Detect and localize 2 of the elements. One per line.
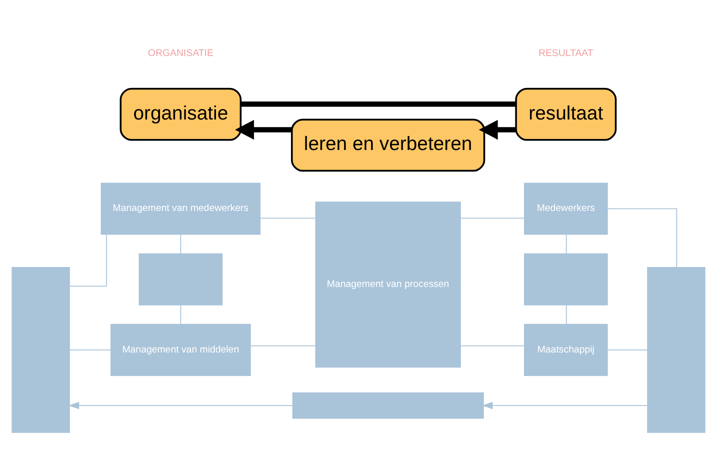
- label: RESULTAAT: [538, 48, 594, 59]
- label: ORGANISATIE: [148, 48, 214, 59]
